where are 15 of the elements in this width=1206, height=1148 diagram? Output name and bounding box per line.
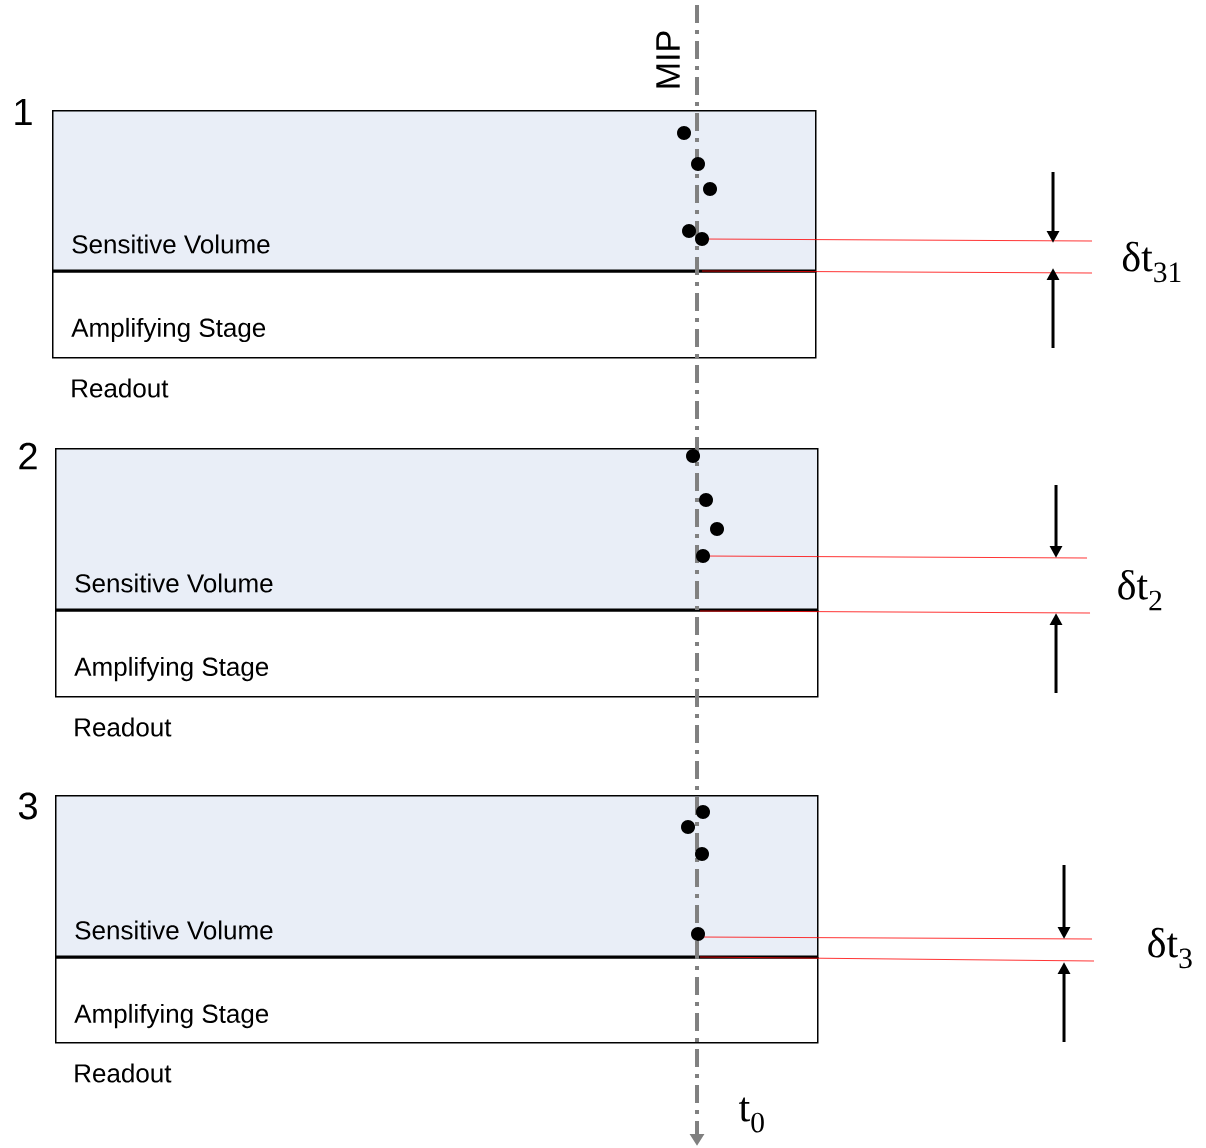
amplifying-stage-box: Amplifying Stage [55, 957, 819, 1044]
detector-number: 3 [18, 792, 37, 820]
sensitive-volume-box: Sensitive Volume [52, 110, 817, 273]
detector-number: 1 [15, 98, 32, 126]
time-label: t$_{0}$ [739, 1097, 764, 1133]
amplifying-stage-box: Amplifying Stage [52, 271, 817, 359]
readout-label: Readout [72, 378, 169, 398]
sensitive-volume-box: Sensitive Volume [55, 448, 819, 612]
amplifying-stage-box: Amplifying Stage [55, 610, 819, 698]
time-difference-label: δt$_{2}$ [1118, 569, 1162, 611]
readout-label: Readout [75, 717, 172, 737]
detector-number: 2 [19, 442, 37, 470]
time-difference-label: δt$_{3}$ [1148, 927, 1192, 969]
sensitive-volume-box: Sensitive Volume [55, 795, 819, 959]
time-difference-label: δt$_{31}$ [1122, 241, 1181, 283]
